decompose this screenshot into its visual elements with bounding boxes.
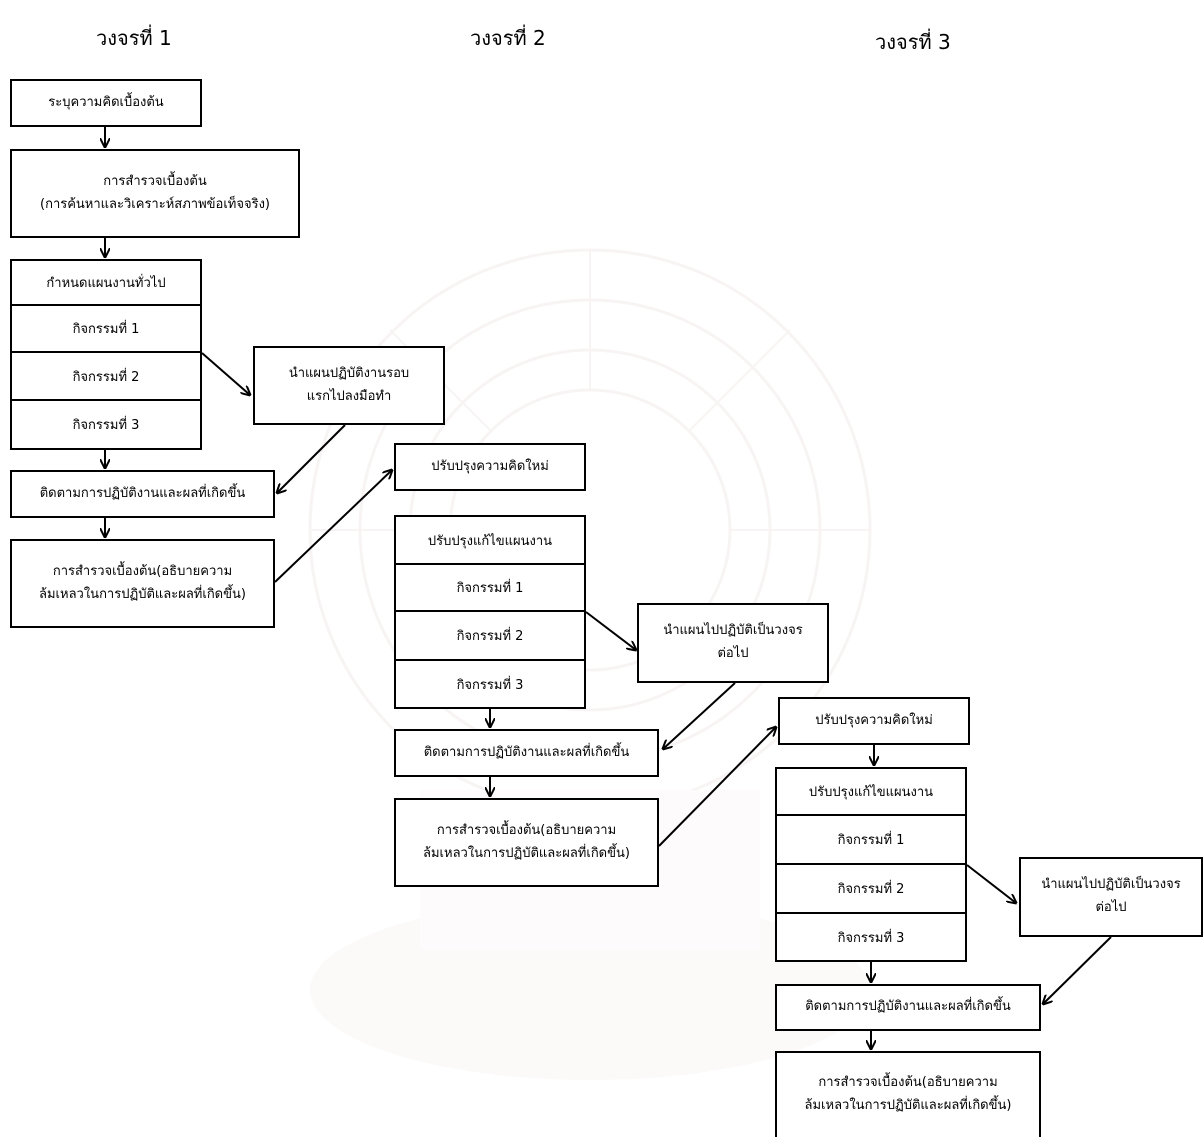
arrow-c2-activity-to-action xyxy=(585,611,636,650)
cycle-1-action-box: นำแผนปฏิบัติงานรอบ แรกไปลงมือทำ xyxy=(253,346,445,425)
cycle-3-activity-2: กิจกรรมที่ 2 xyxy=(775,865,967,914)
cycle-3-title: วงจรที่ 3 xyxy=(875,30,951,54)
cycle-2-revise-idea-box: ปรับปรุงความคิดใหม่ xyxy=(394,443,586,491)
arrow-c2-action-to-monitor xyxy=(663,682,736,749)
cycle-1-survey-box: การสำรวจเบื้องต้น (การค้นหาและวิเคราะห์ส… xyxy=(10,149,300,238)
cycle-3-evaluation-box: การสำรวจเบื้องต้น(อธิบายความ ล้มเหลวในกา… xyxy=(775,1051,1041,1137)
cycle-1-plan-header: กำหนดแผนงานทั่วไป xyxy=(10,259,202,306)
arrow-c3-activity-to-action xyxy=(966,864,1016,903)
cycle-3-plan-header: ปรับปรุงแก้ไขแผนงาน xyxy=(775,767,967,816)
cycle-2-title: วงจรที่ 2 xyxy=(470,26,546,50)
cycle-2-activity-1: กิจกรรมที่ 1 xyxy=(394,565,586,612)
arrow-c1-action-to-monitor xyxy=(277,424,346,493)
cycle-1-evaluation-box: การสำรวจเบื้องต้น(อธิบายความ ล้มเหลวในกา… xyxy=(10,539,275,628)
cycle-3-action-box: นำแผนไปปฏิบัติเป็นวงจร ต่อไป xyxy=(1019,857,1203,937)
cycle-2-action-box: นำแผนไปปฏิบัติเป็นวงจร ต่อไป xyxy=(637,603,829,683)
cycle-3-activity-1: กิจกรรมที่ 1 xyxy=(775,816,967,865)
cycle-1-identify-idea-box: ระบุความคิดเบื้องต้น xyxy=(10,79,202,127)
cycle-1-activity-1: กิจกรรมที่ 1 xyxy=(10,306,202,353)
cycle-1-activity-2: กิจกรรมที่ 2 xyxy=(10,353,202,401)
cycle-3-revise-idea-box: ปรับปรุงความคิดใหม่ xyxy=(778,697,970,745)
cycle-3-monitor-box: ติดตามการปฏิบัติงานและผลที่เกิดขึ้น xyxy=(775,984,1041,1031)
cycle-2-activity-2: กิจกรรมที่ 2 xyxy=(394,612,586,661)
arrow-c1-eval-to-c2-idea xyxy=(274,470,392,583)
cycle-2-evaluation-box: การสำรวจเบื้องต้น(อธิบายความ ล้มเหลวในกา… xyxy=(394,798,659,887)
cycle-1-monitor-box: ติดตามการปฏิบัติงานและผลที่เกิดขึ้น xyxy=(10,470,275,518)
cycle-1-title: วงจรที่ 1 xyxy=(96,26,172,50)
cycle-2-monitor-box: ติดตามการปฏิบัติงานและผลที่เกิดขึ้น xyxy=(394,729,659,777)
cycle-1-activity-3: กิจกรรมที่ 3 xyxy=(10,401,202,450)
arrow-c3-action-to-monitor xyxy=(1043,936,1112,1004)
cycle-3-activity-3: กิจกรรมที่ 3 xyxy=(775,914,967,962)
cycle-2-activity-3: กิจกรรมที่ 3 xyxy=(394,661,586,709)
arrow-c2-eval-to-c3-idea xyxy=(658,727,776,847)
cycle-2-plan-header: ปรับปรุงแก้ไขแผนงาน xyxy=(394,515,586,565)
arrow-c1-activity-to-action xyxy=(201,352,250,395)
